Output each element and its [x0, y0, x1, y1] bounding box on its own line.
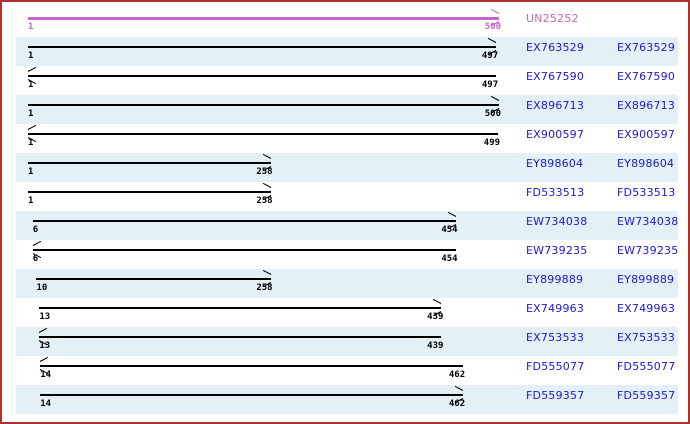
subject-name-label[interactable]: EX900597 — [617, 128, 676, 141]
alignment-bar[interactable] — [28, 162, 271, 164]
row-band — [16, 269, 678, 298]
alignment-row[interactable]: 1 497 EX767590 EX767590 — [2, 66, 688, 95]
alignment-row[interactable]: 1 499 EX900597 EX900597 — [2, 124, 688, 153]
start-coordinate: 13 — [39, 341, 51, 351]
end-coordinate: 258 — [256, 283, 273, 293]
alignment-name-label[interactable]: EW739235 — [526, 244, 588, 257]
start-coordinate: 13 — [39, 312, 51, 322]
subject-name-label[interactable]: FD533513 — [617, 186, 676, 199]
alignment-name-label[interactable]: FD555077 — [526, 360, 585, 373]
alignment-name-label[interactable]: FD533513 — [526, 186, 585, 199]
subject-name-label[interactable]: FD555077 — [617, 360, 676, 373]
row-band — [16, 37, 678, 66]
alignment-row[interactable]: 6 454 EW739235 EW739235 — [2, 240, 688, 269]
alignment-row[interactable]: 1 497 EX763529 EX763529 — [2, 37, 688, 66]
start-coordinate: 1 — [28, 51, 34, 61]
alignment-name-label[interactable]: EX763529 — [526, 41, 585, 54]
subject-name-label[interactable]: EX749963 — [617, 302, 676, 315]
alignment-bar[interactable] — [28, 191, 271, 193]
subject-name-label[interactable]: EW739235 — [617, 244, 679, 257]
alignment-name-label[interactable]: FD559357 — [526, 389, 585, 402]
start-coordinate: 6 — [32, 225, 39, 235]
end-coordinate: 439 — [427, 312, 444, 322]
alignment-bar[interactable] — [36, 278, 271, 280]
subject-name-label[interactable]: EX763529 — [617, 41, 676, 54]
start-coordinate: 1 — [28, 109, 34, 119]
alignment-row[interactable]: 14 462 FD555077 FD555077 — [2, 356, 688, 385]
alignment-bar[interactable] — [28, 104, 499, 106]
row-band — [16, 385, 678, 414]
end-coordinate: 462 — [448, 370, 466, 380]
alignment-bar[interactable] — [28, 75, 497, 77]
end-coordinate: 454 — [441, 225, 458, 235]
subject-name-label[interactable]: EY899889 — [617, 273, 675, 286]
subject-name-label[interactable]: EX896713 — [617, 99, 676, 112]
alignment-row[interactable]: 1 258 EY898604 EY898604 — [2, 153, 688, 182]
alignment-bar[interactable] — [32, 220, 456, 222]
alignment-bar[interactable] — [28, 46, 497, 48]
alignment-bar[interactable] — [40, 394, 464, 396]
alignment-bar[interactable] — [40, 365, 464, 367]
alignment-row[interactable]: 6 454 EW734038 EW734038 — [2, 211, 688, 240]
subject-name-label[interactable]: EY898604 — [617, 157, 675, 170]
alignment-bar[interactable] — [39, 336, 442, 338]
end-coordinate: 500 — [484, 22, 501, 32]
start-coordinate: 1 — [28, 167, 34, 177]
row-band — [16, 211, 678, 240]
end-coordinate: 258 — [256, 196, 273, 206]
query-row[interactable]: 1 500 UN25252 — [2, 8, 688, 37]
alignment-name-label[interactable]: EW734038 — [526, 215, 588, 228]
row-band — [16, 153, 678, 182]
alignment-bar[interactable] — [28, 17, 499, 20]
start-coordinate: 14 — [40, 399, 52, 409]
subject-name-label[interactable]: EX753533 — [617, 331, 676, 344]
end-coordinate: 497 — [481, 80, 499, 90]
start-coordinate: 14 — [40, 370, 52, 380]
alignment-row[interactable]: 1 500 EX896713 EX896713 — [2, 95, 688, 124]
start-coordinate: 6 — [32, 254, 39, 264]
alignment-row[interactable]: 14 462 FD559357 FD559357 — [2, 385, 688, 414]
alignment-name-label[interactable]: EX749963 — [526, 302, 585, 315]
start-coordinate: 1 — [28, 196, 34, 206]
alignment-name-label[interactable]: EX753533 — [526, 331, 585, 344]
subject-name-label[interactable]: EX767590 — [617, 70, 676, 83]
end-coordinate: 258 — [256, 167, 273, 177]
subject-name-label[interactable]: FD559357 — [617, 389, 676, 402]
alignment-name-label[interactable]: EX900597 — [526, 128, 585, 141]
alignment-row[interactable]: 13 439 EX753533 EX753533 — [2, 327, 688, 356]
end-coordinate: 454 — [441, 254, 458, 264]
start-coordinate: 10 — [36, 283, 48, 293]
end-coordinate: 500 — [484, 109, 501, 119]
end-coordinate: 497 — [481, 51, 499, 61]
query-name-label[interactable]: UN25252 — [526, 12, 579, 25]
start-coordinate: 1 — [28, 80, 34, 90]
alignment-name-label[interactable]: EY899889 — [526, 273, 584, 286]
alignment-row[interactable]: 1 258 FD533513 FD533513 — [2, 182, 688, 211]
alignment-bar[interactable] — [32, 249, 456, 251]
end-coordinate: 439 — [427, 341, 444, 351]
row-band — [16, 327, 678, 356]
alignment-bar[interactable] — [28, 133, 499, 135]
end-coordinate: 499 — [483, 138, 501, 148]
subject-name-label[interactable]: EW734038 — [617, 215, 679, 228]
alignment-row[interactable]: 13 439 EX749963 EX749963 — [2, 298, 688, 327]
end-coordinate: 462 — [448, 399, 466, 409]
start-coordinate: 1 — [28, 138, 34, 148]
alignment-bar[interactable] — [39, 307, 442, 309]
start-coordinate: 1 — [28, 22, 34, 32]
alignment-name-label[interactable]: EX767590 — [526, 70, 585, 83]
row-band — [16, 95, 678, 124]
alignment-name-label[interactable]: EY898604 — [526, 157, 584, 170]
alignment-row[interactable]: 10 258 EY899889 EY899889 — [2, 269, 688, 298]
alignment-name-label[interactable]: EX896713 — [526, 99, 585, 112]
